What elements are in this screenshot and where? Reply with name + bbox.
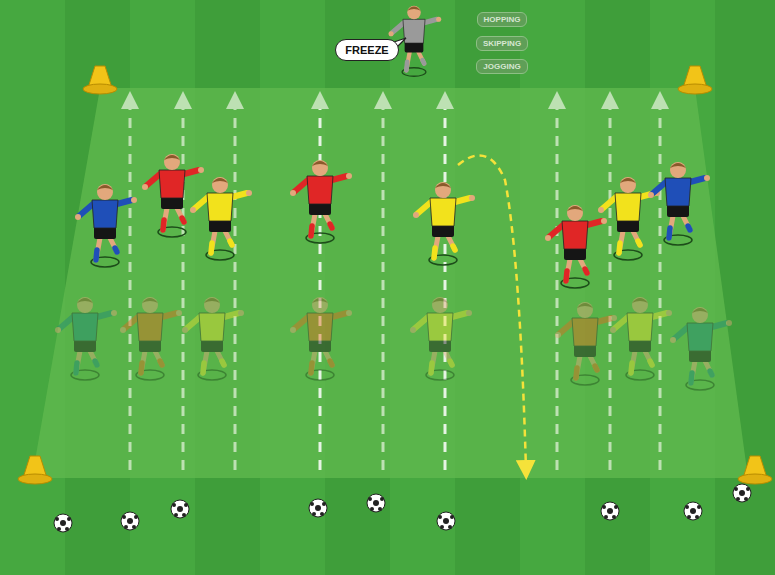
node-text: FREEZE <box>345 44 388 56</box>
speech-bubble: FREEZE <box>335 39 398 61</box>
activity-tag: SKIPPING <box>476 36 528 51</box>
node-text: SKIPPING <box>483 39 521 48</box>
activity-tag: JOGGING <box>476 59 527 74</box>
node-text: HOPPING <box>484 15 521 24</box>
activity-tag: HOPPING <box>477 12 528 27</box>
node-text: JOGGING <box>483 62 520 71</box>
